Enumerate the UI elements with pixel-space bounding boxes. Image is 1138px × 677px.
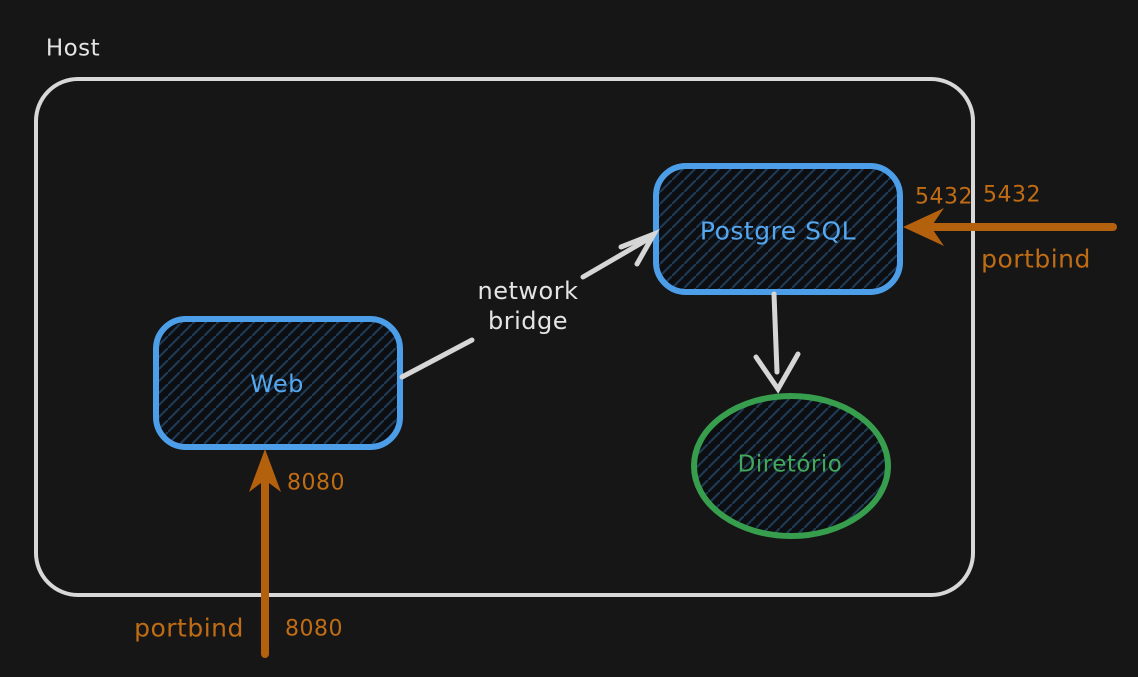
web-node-label[interactable]: Web <box>250 370 304 398</box>
web-node[interactable] <box>153 316 403 450</box>
network-bridge-label[interactable]: network bridge <box>477 277 579 335</box>
web-portbind-arrow[interactable] <box>249 449 281 658</box>
postgres-directory-arrow[interactable] <box>753 291 801 394</box>
host-label[interactable]: Host <box>45 35 101 62</box>
host-container[interactable] <box>34 77 975 597</box>
postgres-node-label[interactable]: Postgre SQL <box>699 216 857 246</box>
directory-node-label[interactable]: Diretório <box>737 451 843 478</box>
postgres-port-inside-label[interactable]: 5432 <box>915 184 973 210</box>
db-portbind-label[interactable]: portbind <box>981 244 1091 274</box>
postgres-port-outside-label[interactable]: 5432 <box>983 182 1041 208</box>
web-portbind-label[interactable]: portbind <box>134 613 244 643</box>
directory-node[interactable] <box>691 393 891 539</box>
web-port-outside-label[interactable]: 8080 <box>285 616 343 642</box>
db-portbind-arrow[interactable] <box>903 208 1117 246</box>
postgres-node[interactable] <box>653 163 903 295</box>
web-port-inside-label[interactable]: 8080 <box>287 470 345 496</box>
network-bridge-arrow[interactable] <box>399 229 660 380</box>
